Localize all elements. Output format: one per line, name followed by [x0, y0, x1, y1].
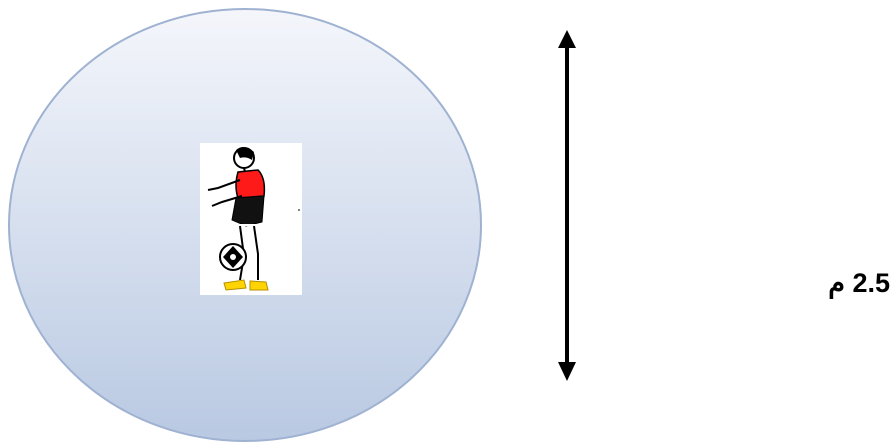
- player-shirt: [236, 170, 264, 198]
- distance-label: م 2.5: [770, 268, 890, 299]
- double-headed-vertical-arrow: [558, 30, 576, 381]
- arrow-head-bottom: [558, 362, 576, 381]
- player-shoe-right: [250, 281, 268, 290]
- arrow-head-top: [558, 30, 576, 48]
- distance-unit: م: [828, 268, 845, 299]
- player-with-ball-icon: [200, 143, 302, 295]
- player-shorts: [232, 196, 264, 226]
- distance-value: 2.5: [852, 268, 890, 299]
